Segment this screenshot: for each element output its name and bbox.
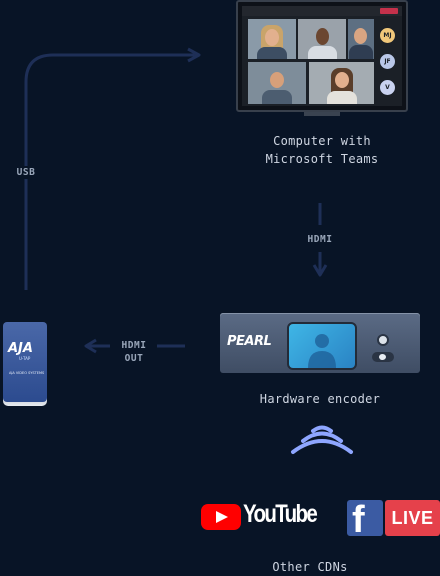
- other-cdns-label: Other CDNs: [272, 560, 348, 574]
- participant-avatar: JF: [380, 54, 395, 69]
- hdmi-out-arrowhead: [84, 338, 97, 354]
- computer-label-line2: Microsoft Teams: [265, 152, 379, 166]
- usb-connector: [24, 53, 196, 290]
- aja-device: [3, 322, 47, 402]
- facebook-f-glyph: f: [352, 499, 365, 541]
- wireless-wave-3: [291, 439, 353, 454]
- participant-avatar: MJ: [380, 28, 395, 43]
- person-silhouette-icon: [308, 334, 336, 368]
- facebook-logo-icon: [347, 500, 383, 536]
- monitor-stand: [304, 112, 340, 116]
- video-tile: [348, 19, 374, 59]
- aja-brand: AJA: [8, 341, 33, 356]
- wireless-wave-1: [311, 425, 333, 433]
- youtube-wordmark: YouTube: [243, 500, 318, 528]
- video-tile: [309, 62, 374, 104]
- video-tile: [248, 62, 306, 104]
- teams-leave-button: [380, 8, 398, 14]
- teams-top-bar: [242, 6, 402, 16]
- youtube-logo-icon: [201, 504, 241, 530]
- pearl-preview-screen: [287, 322, 357, 370]
- encoder-label: Hardware encoder: [259, 392, 381, 406]
- facebook-live-badge: LIVE: [385, 500, 440, 536]
- hdmi-out-label-line1: HDMI: [121, 340, 147, 351]
- avatar-initials: JF: [384, 58, 391, 65]
- video-tile: [298, 19, 346, 59]
- video-tile: [248, 19, 296, 59]
- usb-label: USB: [11, 166, 41, 179]
- computer-label-line1: Computer with: [273, 134, 371, 148]
- computer-label: Computer with Microsoft Teams: [232, 132, 412, 168]
- wireless-wave-2: [301, 431, 343, 443]
- hdmi-label: HDMI: [307, 234, 333, 245]
- hdmi-out-label: HDMI OUT: [113, 339, 155, 365]
- participant-avatar: V: [380, 80, 395, 95]
- encoder-button-icon: [372, 352, 394, 362]
- aja-model: U-TAP: [19, 356, 31, 361]
- aja-maker: AJA VIDEO SYSTEMS: [9, 371, 45, 375]
- avatar-initials: MJ: [383, 32, 392, 39]
- pearl-logo: PEARL: [227, 334, 272, 349]
- hdmi-out-label-line2: OUT: [124, 353, 144, 364]
- encoder-knob-icon: [377, 334, 389, 346]
- hdmi-arrowhead: [312, 264, 328, 277]
- usb-arrowhead: [187, 47, 201, 63]
- teams-screen: MJ JF V: [242, 6, 402, 106]
- avatar-initials: V: [385, 84, 390, 91]
